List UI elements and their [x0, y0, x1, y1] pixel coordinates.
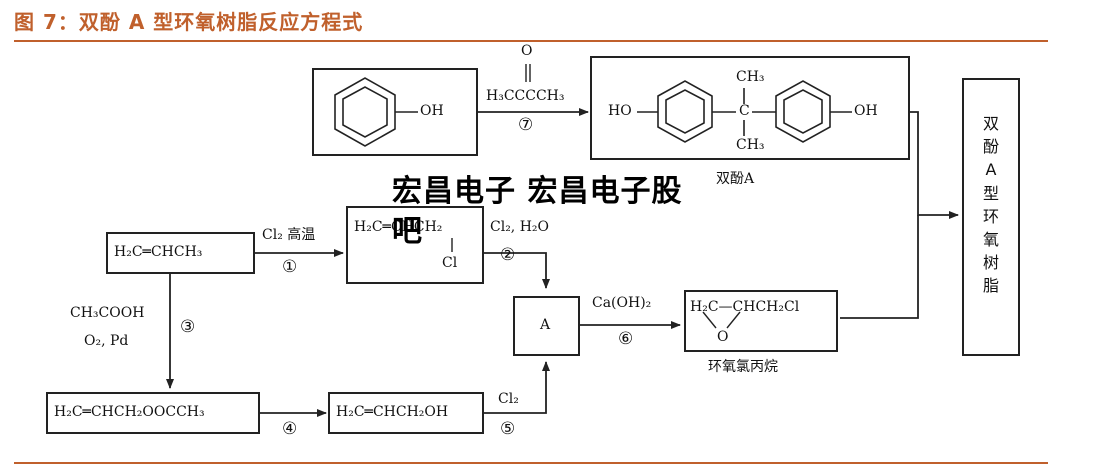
allyl-alcohol-formula: H₂C═CHCH₂OH	[336, 404, 449, 420]
bpa-left-ring	[637, 80, 736, 143]
epichlorohydrin-formula: H₂C—CHCH₂Cl	[690, 299, 800, 315]
reaction-5-number: ⑤	[500, 419, 516, 439]
reaction-5-reagent: Cl₂	[498, 391, 519, 407]
reaction-4-number: ④	[282, 419, 298, 439]
reaction-2-reagent: Cl₂, H₂O	[490, 219, 550, 235]
intermediate-a-box	[513, 296, 580, 356]
allyl-acetate-box	[46, 392, 260, 434]
allyl-chloride-box	[346, 206, 484, 284]
intermediate-a-label: A	[540, 317, 551, 333]
allyl-acetate-formula: H₂C═CHCH₂OOCCH₃	[54, 404, 205, 420]
reaction-7-number: ⑦	[518, 115, 534, 135]
product-name: 双酚A型环氧树脂	[982, 114, 999, 296]
bpa-c-label: C	[739, 103, 750, 119]
bpa-ch3-bottom: CH₃	[736, 137, 765, 153]
bpa-ch3-top: CH₃	[736, 69, 765, 85]
bpa-ho-label: HO	[608, 103, 632, 119]
reaction-3-reagent-1: CH₃COOH	[70, 305, 145, 321]
allyl-chloride-formula: H₂C═CHCH₂	[354, 219, 443, 235]
phenol-oh-label: OH	[420, 103, 444, 119]
top-rule	[14, 40, 1048, 42]
reaction-2-number: ②	[500, 245, 516, 265]
bottom-rule	[14, 462, 1048, 464]
acetone-formula: H₃CCCCH₃	[486, 88, 565, 104]
allyl-chloride-cl: Cl	[442, 255, 458, 271]
propene-formula: H₂C═CHCH₃	[114, 244, 203, 260]
figure-title: 图 7：双酚 A 型环氧树脂反应方程式	[14, 10, 364, 34]
bpa-right-ring	[743, 80, 852, 143]
epichlorohydrin-name: 环氧氯丙烷	[708, 359, 778, 375]
product-box	[962, 78, 1020, 356]
reaction-3-reagent-2: O₂, Pd	[84, 333, 129, 349]
reaction-6-reagent: Ca(OH)₂	[592, 295, 652, 311]
reaction-1-reagent: Cl₂ 高温	[262, 227, 316, 243]
epoxide-ring	[702, 311, 741, 329]
reaction-1-number: ①	[282, 257, 298, 277]
bpa-name: 双酚A	[716, 171, 755, 187]
reaction-3-number: ③	[180, 317, 196, 337]
propene-box	[106, 232, 255, 274]
allyl-alcohol-box	[328, 392, 484, 434]
epichlorohydrin-box	[684, 290, 838, 352]
bisphenol-a-box	[590, 56, 910, 160]
bpa-oh-label: OH	[854, 103, 878, 119]
epoxide-o-label: O	[717, 329, 729, 345]
phenol-box	[312, 68, 478, 156]
phenol-ring	[334, 77, 418, 147]
watermark-line-2: 吧	[392, 214, 423, 249]
reaction-6-number: ⑥	[618, 329, 634, 349]
acetone-o-label: O	[521, 43, 533, 59]
watermark-line-1: 宏昌电子 宏昌电子股	[392, 174, 683, 209]
